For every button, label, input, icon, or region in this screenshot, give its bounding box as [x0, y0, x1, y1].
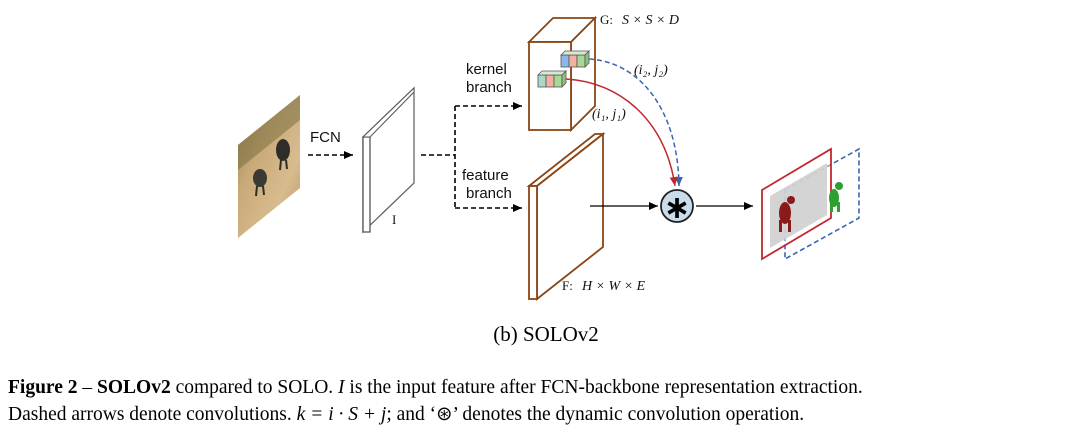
green-mask-blob	[829, 182, 843, 212]
kernel-cells-top	[560, 50, 590, 68]
index-i1-j1-label: (i₁, j₁)	[592, 107, 626, 122]
kernel-branch-label-line2: branch	[466, 79, 512, 96]
index-i2-j2-label: (i₂, j₂)	[634, 63, 668, 78]
caption-method-name: SOLOv2	[97, 377, 171, 398]
caption-dash: –	[77, 377, 98, 398]
kernel-cells-bottom	[537, 70, 567, 88]
input-feature-label: I	[392, 212, 396, 227]
f-dims-label: H × W × E	[581, 279, 646, 294]
dynamic-conv-operator: ∗	[660, 188, 694, 226]
caption-fig-label: Figure 2	[8, 377, 78, 398]
caption-text-2: is the input feature after FCN-backbone …	[344, 377, 863, 398]
output-masks	[761, 147, 860, 261]
kernel-branch-label-line1: kernel	[466, 61, 507, 78]
zebra-shape	[276, 139, 290, 161]
feature-branch-label-line1: feature	[462, 167, 509, 184]
caption-line-2: Dashed arrows denote convolutions. k = i…	[8, 401, 1086, 428]
caption-line2-a: Dashed arrows denote convolutions.	[8, 404, 297, 425]
zebra-shape	[253, 169, 267, 187]
feature-tensor-f	[526, 132, 606, 301]
caption-line2-b: ; and ‘⊛’ denotes the dynamic convolutio…	[386, 404, 805, 425]
g-prefix-label: G:	[600, 12, 613, 27]
mask-green-plane	[784, 147, 860, 261]
f-prefix-label: F:	[562, 278, 573, 293]
g-dims-label: S × S × D	[622, 13, 679, 28]
kernel-tensor-g	[526, 15, 598, 133]
subcaption: (b) SOLOv2	[493, 322, 599, 346]
feature-branch-label-line2: branch	[466, 185, 512, 202]
conv-symbol: ∗	[664, 188, 691, 226]
caption-text-1: compared to SOLO.	[170, 377, 339, 398]
caption-line-1: Figure 2 – SOLOv2 compared to SOLO. I is…	[8, 374, 1086, 401]
solov2-diagram: FCN I kernel branch feature branch G: S …	[238, 12, 860, 346]
kernel-arrow-i2j2	[588, 58, 683, 187]
caption-formula: k = i · S + j	[296, 404, 387, 425]
fcn-label: FCN	[310, 129, 341, 146]
kernel-arrow-i1j1	[565, 78, 678, 187]
figure-caption: Figure 2 – SOLOv2 compared to SOLO. I is…	[8, 374, 1086, 428]
branch-split-lines	[421, 102, 522, 212]
red-mask-blob	[779, 196, 795, 232]
caption-var-i: I	[338, 377, 345, 398]
input-feature-block	[361, 86, 415, 234]
input-image	[238, 95, 300, 238]
